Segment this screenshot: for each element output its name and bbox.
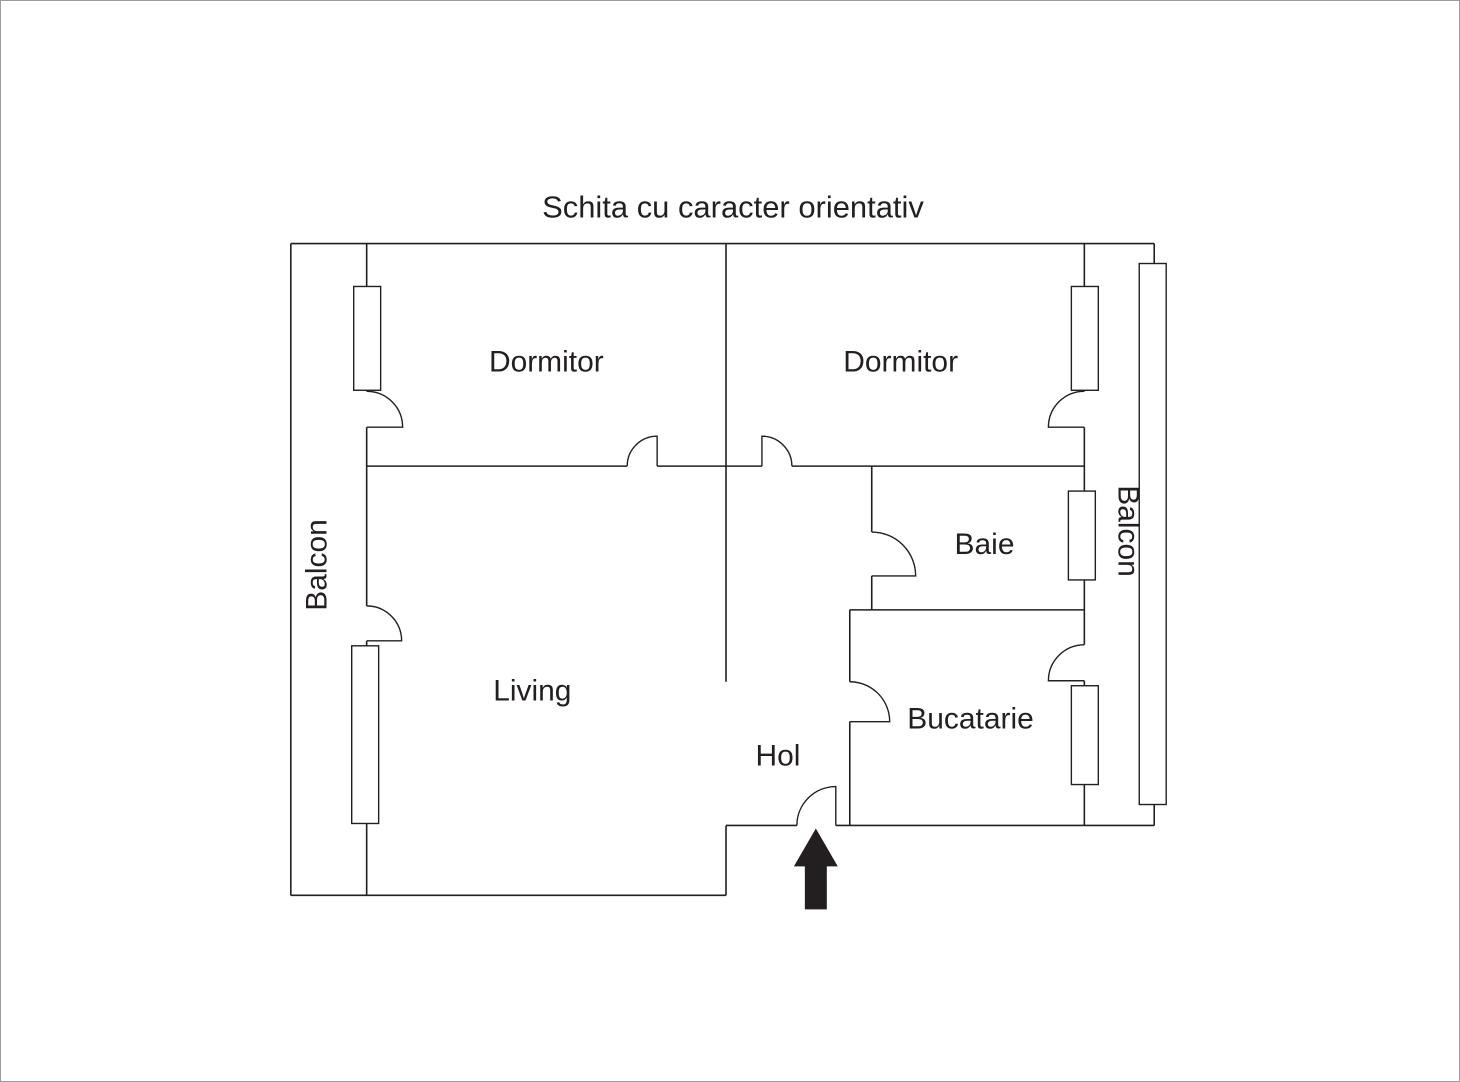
- room-label-dormitor-left: Dormitor: [489, 345, 604, 378]
- window-balcon-right-glazing: [1138, 262, 1167, 806]
- door-balcon-dormitor-left: [366, 390, 404, 428]
- door-dormitor-right-balcon: [1047, 390, 1085, 428]
- wall-lines: [290, 242, 1156, 897]
- plan-title: Schita cu caracter orientativ: [542, 190, 924, 225]
- window-bucatarie: [1070, 685, 1100, 786]
- windows: [351, 262, 1167, 825]
- window-baie: [1067, 490, 1097, 581]
- room-areas: [291, 244, 1154, 896]
- window-dormitor-right: [1070, 285, 1100, 391]
- room-label-dormitor-right: Dormitor: [843, 345, 958, 378]
- window-living: [351, 645, 380, 825]
- door-dormitor-right: [761, 435, 793, 467]
- door-bucatarie: [849, 681, 891, 723]
- door-dormitor-left: [626, 435, 658, 467]
- room-label-balcon-right: Balcon: [1111, 485, 1144, 577]
- room-label-bucatarie: Bucatarie: [907, 703, 1033, 736]
- door-balcon-living: [366, 605, 403, 642]
- room-label-baie: Baie: [955, 528, 1015, 561]
- room-labels: Dormitor Dormitor Balcon Balcon Baie Liv…: [301, 345, 1145, 772]
- door-baie: [871, 531, 917, 577]
- room-label-living: Living: [493, 675, 571, 708]
- inner-walls: [365, 243, 1086, 896]
- doors: [366, 390, 1085, 826]
- window-dormitor-left: [352, 285, 382, 391]
- outer-walls: [290, 242, 1156, 897]
- door-entrance: [796, 785, 837, 826]
- room-label-balcon-left: Balcon: [301, 519, 334, 611]
- room-label-hol: Hol: [755, 740, 800, 773]
- entrance-arrow-icon: [793, 828, 838, 910]
- door-bucatarie-balcon: [1047, 644, 1085, 682]
